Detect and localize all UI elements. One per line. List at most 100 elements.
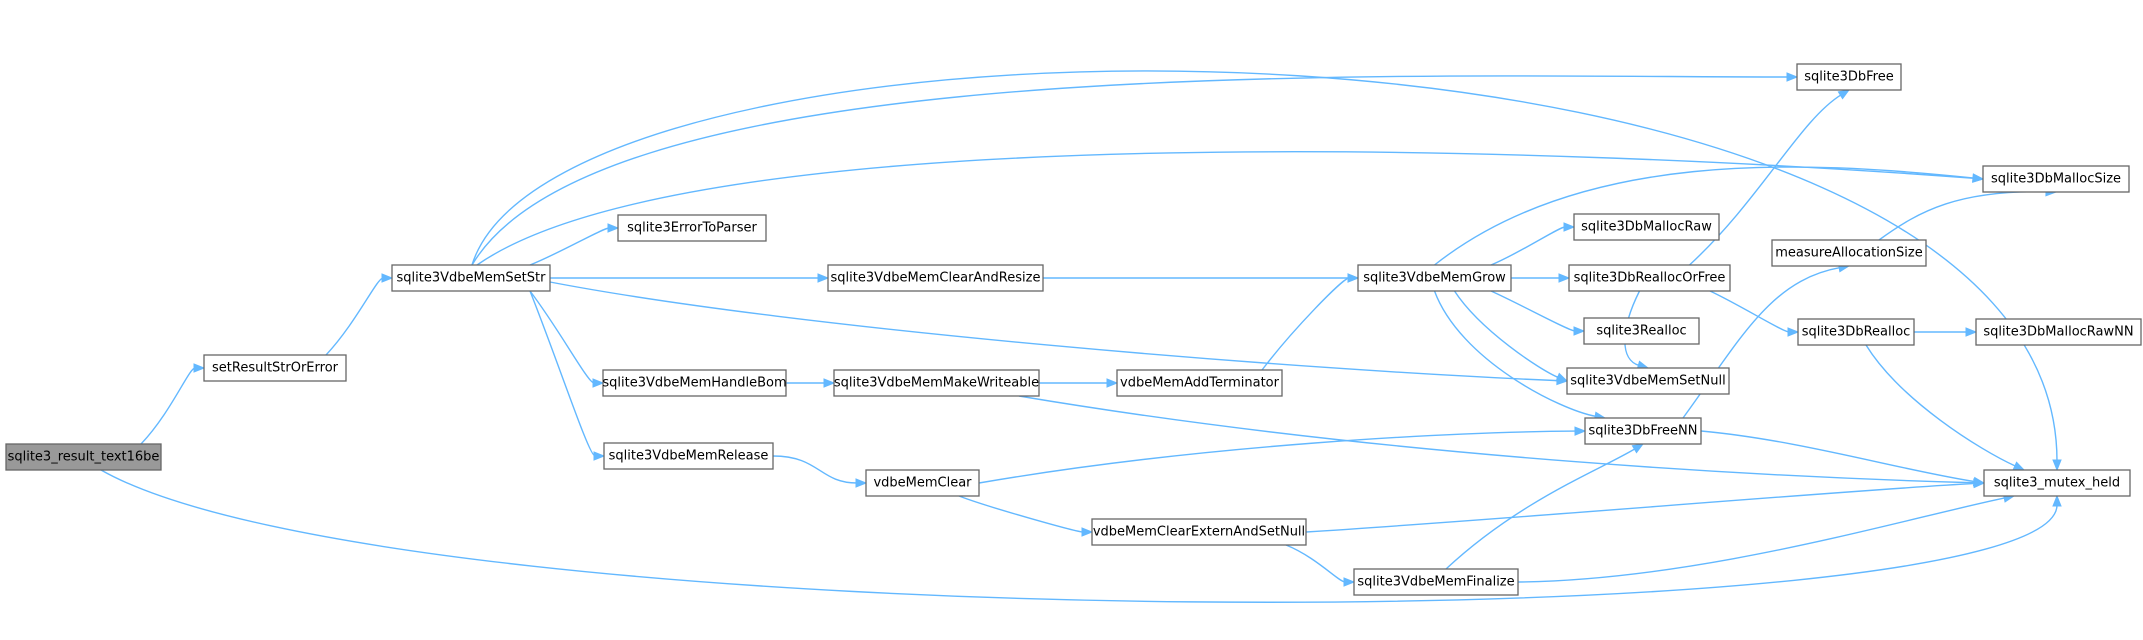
edge-arrowhead xyxy=(1972,476,1986,487)
edge-arrowhead xyxy=(1081,527,1094,537)
edge-line xyxy=(1490,290,1576,332)
edge-arrowhead xyxy=(2012,461,2026,471)
edge-arrowhead xyxy=(2052,494,2062,507)
edge-line xyxy=(1445,448,1636,570)
node-memmakewriteable[interactable]: sqlite3VdbeMemMakeWriteable xyxy=(833,369,1040,397)
call-edge xyxy=(100,469,2062,603)
node-box xyxy=(1568,264,1731,292)
node-box xyxy=(1983,469,2131,497)
call-edge xyxy=(1865,344,2026,471)
edge-line xyxy=(529,290,596,457)
node-memclearandresize[interactable]: sqlite3VdbeMemClearAndResize xyxy=(827,264,1044,292)
node-dbmallocsize[interactable]: sqlite3DbMallocSize xyxy=(1982,165,2130,193)
edge-line xyxy=(1261,277,1350,371)
node-realloc[interactable]: sqlite3Realloc xyxy=(1583,317,1700,345)
call-edge xyxy=(1039,378,1119,388)
edge-line xyxy=(1018,395,1976,484)
edge-line xyxy=(476,151,1975,266)
node-memrelease[interactable]: sqlite3VdbeMemRelease xyxy=(603,442,774,470)
edge-line xyxy=(1878,191,2048,241)
node-box xyxy=(1566,367,1730,395)
call-edge xyxy=(471,72,1799,266)
node-memsetnull[interactable]: sqlite3VdbeMemSetNull xyxy=(1566,367,1730,395)
node-box xyxy=(1797,318,1915,346)
edge-arrowhead xyxy=(1965,327,1978,337)
node-label: sqlite3VdbeMemClearAndResize xyxy=(831,271,1041,286)
node-label: measureAllocationSize xyxy=(1775,246,1922,261)
node-label: sqlite3VdbeMemGrow xyxy=(1363,271,1506,286)
node-result_text16be[interactable]: sqlite3_result_text16be xyxy=(5,443,162,471)
node-vdbememaddterminator[interactable]: vdbeMemAddTerminator xyxy=(1116,369,1283,397)
edge-arrowhead xyxy=(2052,459,2062,472)
call-edge xyxy=(958,495,1094,537)
edge-line xyxy=(1700,430,1976,483)
node-box xyxy=(5,443,162,471)
call-edge xyxy=(1709,290,1800,337)
call-edge xyxy=(978,426,1587,484)
call-edge xyxy=(1490,222,1576,266)
edge-line xyxy=(549,281,1559,382)
node-box xyxy=(617,214,767,242)
node-label: vdbeMemClear xyxy=(873,476,972,491)
node-dbmallocrawnn[interactable]: sqlite3DbMallocRawNN xyxy=(1975,318,2142,346)
edge-arrowhead xyxy=(381,273,394,283)
node-label: sqlite3DbReallocOrFree xyxy=(1574,271,1726,286)
node-label: sqlite3VdbeMemMakeWriteable xyxy=(834,376,1039,391)
call-edge xyxy=(471,70,2062,472)
edge-line xyxy=(1285,544,1346,583)
node-label: sqlite3DbMallocRaw xyxy=(1581,220,1712,235)
edge-line xyxy=(1517,497,2006,583)
node-box xyxy=(1771,239,1927,267)
edge-line xyxy=(100,469,2058,603)
node-label: vdbeMemAddTerminator xyxy=(1120,376,1280,391)
node-vdbememsetstr[interactable]: sqlite3VdbeMemSetStr xyxy=(391,264,551,292)
node-box xyxy=(603,442,774,470)
node-dbfreenn[interactable]: sqlite3DbFreeNN xyxy=(1584,417,1702,445)
edge-line xyxy=(471,75,1789,266)
node-label: sqlite3VdbeMemRelease xyxy=(609,449,769,464)
node-vdbememclear[interactable]: vdbeMemClear xyxy=(865,469,980,497)
node-box xyxy=(1353,568,1519,596)
node-setresultstrorerror[interactable]: setResultStrOrError xyxy=(203,354,347,382)
node-layer: sqlite3_result_text16be setResultStrOrErr… xyxy=(5,63,2142,596)
node-dbrealloc[interactable]: sqlite3DbRealloc xyxy=(1797,318,1915,346)
node-label: sqlite3DbMallocSize xyxy=(1991,172,2121,187)
edge-arrowhead xyxy=(1555,372,1569,382)
call-edge xyxy=(1445,443,1645,570)
node-label: sqlite3_result_text16be xyxy=(8,450,160,465)
node-memfinalize[interactable]: sqlite3VdbeMemFinalize xyxy=(1353,568,1519,596)
edge-line xyxy=(772,455,858,484)
call-edge xyxy=(529,290,606,461)
node-box xyxy=(1583,317,1700,345)
node-box xyxy=(1357,264,1512,292)
edge-arrowhead xyxy=(1837,89,1851,100)
edge-arrowhead xyxy=(1347,273,1360,283)
node-label: sqlite3VdbeMemHandleBom xyxy=(602,376,786,391)
node-box xyxy=(1584,417,1702,445)
node-label: sqlite3VdbeMemSetStr xyxy=(397,271,547,286)
edge-line xyxy=(471,70,2058,462)
edge-arrowhead xyxy=(607,223,620,233)
node-measureallocationsize[interactable]: measureAllocationSize xyxy=(1771,239,1927,267)
node-errortoparser[interactable]: sqlite3ErrorToParser xyxy=(617,214,767,242)
node-dbfree[interactable]: sqlite3DbFree xyxy=(1796,63,1902,91)
node-memhandlebom[interactable]: sqlite3VdbeMemHandleBom xyxy=(602,369,787,397)
node-box xyxy=(391,264,551,292)
node-memgrow[interactable]: sqlite3VdbeMemGrow xyxy=(1357,264,1512,292)
node-box xyxy=(833,369,1040,397)
call-edge xyxy=(1517,493,2016,583)
node-dbreallocorfree[interactable]: sqlite3DbReallocOrFree xyxy=(1568,264,1731,292)
node-mutex_held[interactable]: sqlite3_mutex_held xyxy=(1983,469,2131,497)
edge-line xyxy=(529,227,610,266)
edge-arrowhead xyxy=(1106,378,1119,388)
node-box xyxy=(1796,63,1902,91)
edge-line xyxy=(1865,344,2017,467)
edge-line xyxy=(1453,290,1559,379)
node-clearexternandsetnull[interactable]: vdbeMemClearExternAndSetNull xyxy=(1091,518,1307,546)
call-edge xyxy=(772,455,868,488)
call-edge xyxy=(1434,166,1985,266)
call-edge xyxy=(325,273,394,356)
node-box xyxy=(865,469,980,497)
node-dbmallocraw[interactable]: sqlite3DbMallocRaw xyxy=(1573,213,1720,241)
